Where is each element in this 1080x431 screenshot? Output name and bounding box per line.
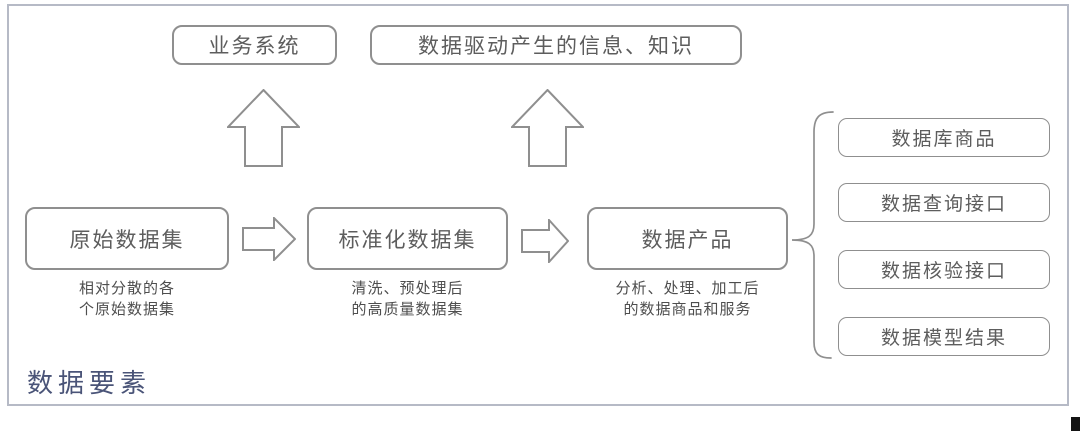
box-data-query-api: 数据查询接口 — [838, 183, 1050, 222]
box-raw-dataset-label: 原始数据集 — [69, 228, 185, 252]
caption-standardized-dataset: 清洗、预处理后 的高质量数据集 — [307, 278, 508, 320]
box-data-verification-api: 数据核验接口 — [838, 250, 1050, 289]
caption-line: 分析、处理、加工后 — [615, 280, 760, 297]
box-data-driven-info-knowledge-label: 数据驱动产生的信息、知识 — [418, 35, 694, 58]
box-database-goods-label: 数据库商品 — [891, 129, 997, 150]
box-business-system: 业务系统 — [172, 25, 337, 65]
box-data-driven-info-knowledge: 数据驱动产生的信息、知识 — [370, 25, 742, 65]
brace-connector-icon — [786, 106, 838, 362]
caption-line: 清洗、预处理后 — [351, 280, 464, 297]
caption-line: 个原始数据集 — [78, 301, 175, 318]
box-standardized-dataset: 标准化数据集 — [307, 207, 508, 270]
corner-block — [1071, 417, 1080, 431]
box-standardized-dataset-label: 标准化数据集 — [338, 228, 477, 252]
right-arrow-icon — [242, 217, 296, 261]
up-arrow-icon — [227, 89, 300, 167]
box-data-model-result-label: 数据模型结果 — [880, 328, 1007, 349]
box-raw-dataset: 原始数据集 — [25, 207, 229, 270]
box-data-query-api-label: 数据查询接口 — [880, 194, 1007, 215]
box-database-goods: 数据库商品 — [838, 118, 1050, 157]
right-arrow-icon — [521, 219, 569, 263]
box-data-verification-api-label: 数据核验接口 — [880, 261, 1007, 282]
caption-data-product: 分析、处理、加工后 的数据商品和服务 — [577, 278, 798, 320]
diagram-title: 数据要素 — [27, 369, 152, 398]
up-arrow-icon — [511, 89, 584, 167]
box-data-product: 数据产品 — [587, 207, 788, 270]
caption-raw-dataset: 相对分散的各 个原始数据集 — [25, 278, 229, 320]
box-business-system-label: 业务系统 — [208, 35, 301, 58]
box-data-model-result: 数据模型结果 — [838, 317, 1050, 356]
box-data-product-label: 数据产品 — [641, 228, 734, 252]
caption-line: 相对分散的各 — [78, 280, 175, 297]
caption-line: 的高质量数据集 — [351, 301, 464, 318]
caption-line: 的数据商品和服务 — [623, 301, 752, 318]
